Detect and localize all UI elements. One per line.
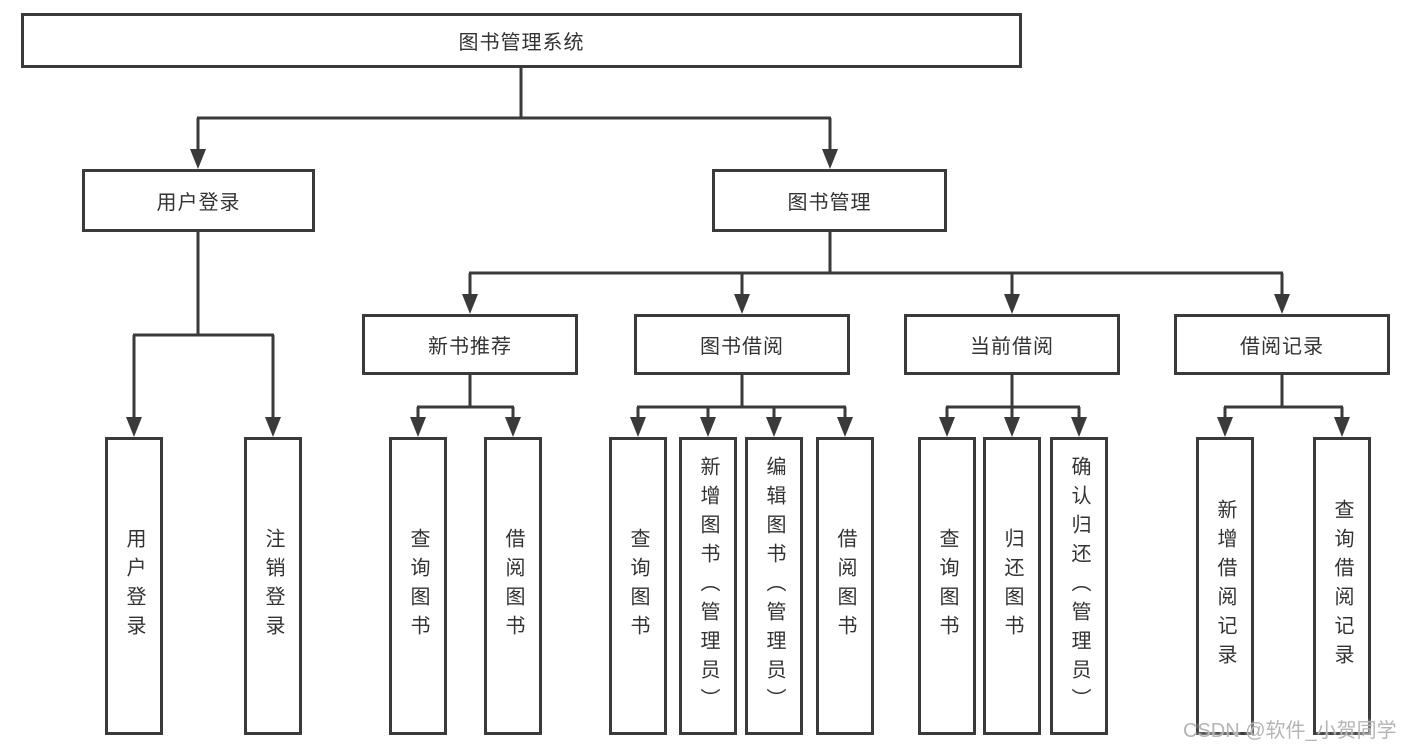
node-root: 图书管理系统: [21, 13, 1022, 68]
leaf-bookborrow-add-books-admin: 新增图书（管理员）: [679, 437, 737, 735]
leaf-records-query-borrow-record: 查询借阅记录: [1313, 437, 1371, 735]
edge-root-to-level2: [190, 66, 838, 169]
node-label: 图书管理: [787, 192, 872, 214]
edge-user-login-to-leaves: [126, 231, 281, 437]
node-label: 借阅图书: [834, 528, 856, 644]
edge-book-borrow-to-leaves: [630, 374, 853, 437]
node-label: 确认归还（管理员）: [1068, 455, 1090, 717]
node-label: 借阅记录: [1240, 336, 1324, 358]
leaf-logout: 注销登录: [244, 437, 302, 735]
node-current-borrow: 当前借阅: [904, 314, 1120, 375]
node-new-books: 新书推荐: [362, 314, 578, 375]
node-label: 当前借阅: [970, 336, 1054, 358]
node-label: 编辑图书（管理员）: [763, 455, 785, 717]
edge-current-borrow-to-leaves: [939, 374, 1087, 437]
node-label: 借阅图书: [502, 528, 524, 644]
node-label: 查询借阅记录: [1331, 499, 1353, 673]
node-label: 新书推荐: [428, 336, 512, 358]
node-borrow-records: 借阅记录: [1174, 314, 1390, 375]
node-book-mgmt-branch: 图书管理: [712, 169, 947, 232]
leaf-bookborrow-edit-books-admin: 编辑图书（管理员）: [745, 437, 803, 735]
leaf-user-login: 用户登录: [105, 437, 163, 735]
leaf-bookborrow-query-books: 查询图书: [609, 437, 667, 735]
leaf-records-add-borrow-record: 新增借阅记录: [1196, 437, 1254, 735]
node-user-login-branch: 用户登录: [82, 169, 315, 232]
node-label: 图书借阅: [700, 336, 784, 358]
node-label: 注销登录: [262, 528, 284, 644]
node-label: 用户登录: [156, 192, 241, 214]
leaf-newbooks-query-books: 查询图书: [389, 437, 447, 735]
node-book-borrow: 图书借阅: [634, 314, 850, 375]
leaf-newbooks-borrow-books: 借阅图书: [484, 437, 542, 735]
edge-borrow-records-to-leaves: [1217, 374, 1350, 437]
node-label: 查询图书: [407, 528, 429, 644]
csdn-watermark: CSDN @软件_小贺同学: [1183, 720, 1397, 742]
leaf-currentborrow-query-books: 查询图书: [918, 437, 976, 735]
node-label: 归还图书: [1001, 528, 1023, 644]
node-label: 新增借阅记录: [1214, 499, 1236, 673]
leaf-currentborrow-return-books: 归还图书: [983, 437, 1041, 735]
node-label: 图书管理系统: [458, 32, 585, 54]
node-label: 查询图书: [936, 528, 958, 644]
node-label: 用户登录: [123, 528, 145, 644]
node-label: 新增图书（管理员）: [697, 455, 719, 717]
node-label: 查询图书: [627, 528, 649, 644]
leaf-currentborrow-confirm-return-admin: 确认归还（管理员）: [1050, 437, 1108, 735]
leaf-bookborrow-borrow-books: 借阅图书: [816, 437, 874, 735]
edge-book-mgmt-to-level3: [462, 231, 1290, 314]
edge-new-books-to-leaves: [410, 374, 521, 437]
